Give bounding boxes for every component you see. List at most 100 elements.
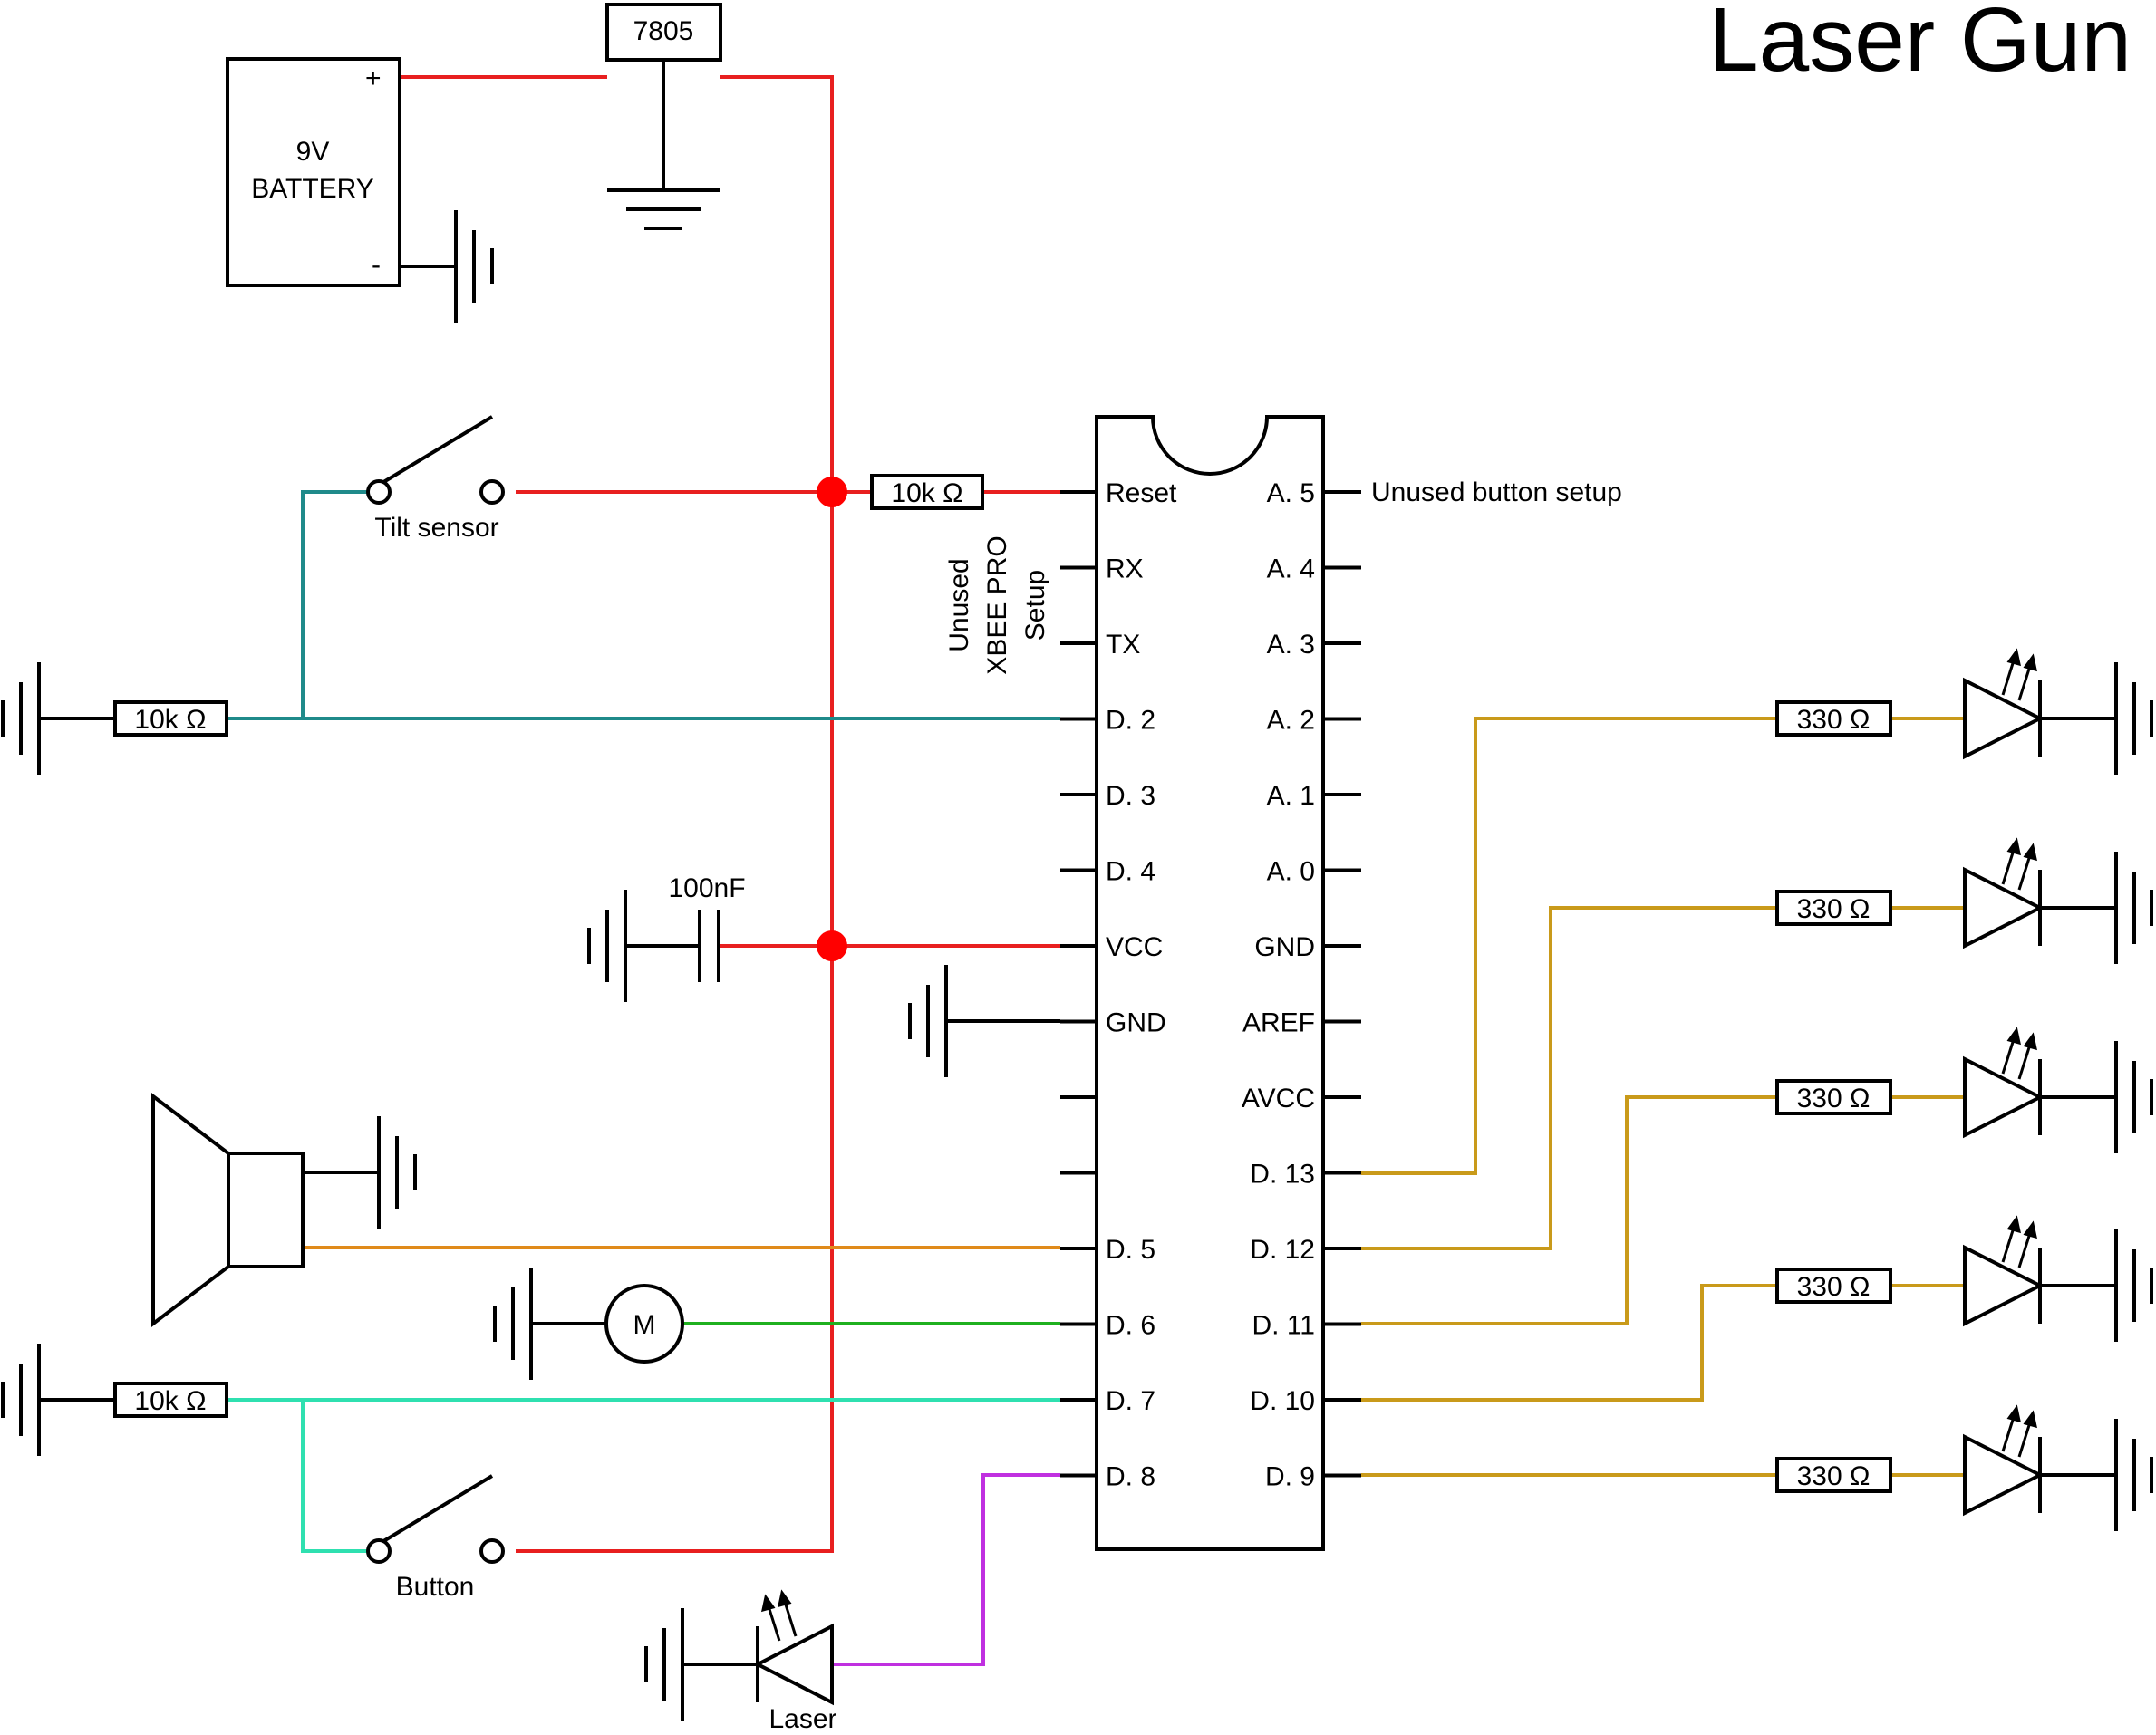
ground-icon-capacitor: [587, 890, 627, 1002]
button-wire: [301, 1400, 368, 1553]
ground-icon-led-1: [2114, 662, 2153, 775]
led-output-5: 330 Ω: [1775, 1404, 2153, 1531]
mcu-right-pin-label-1: A. 4: [1267, 554, 1315, 584]
resistor-led-1: [1775, 700, 1892, 737]
mcu-right-pin-label-6: GND: [1254, 932, 1315, 962]
laser-label: Laser: [769, 1704, 836, 1730]
battery-minus: -: [372, 250, 381, 280]
power-wires: [400, 75, 1060, 1553]
mcu-pin-leads: [1060, 490, 1361, 1478]
voltage-regulator: 7805: [605, 3, 722, 190]
battery-body: [226, 57, 401, 287]
resistor-led-label-5: 330 Ω: [1797, 1461, 1871, 1491]
resistor-d2: 10k Ω: [113, 700, 228, 737]
mcu-right-pin-label-12: D. 10: [1250, 1386, 1315, 1416]
mcu-right-pin-label-4: A. 1: [1267, 781, 1315, 811]
mcu-right-pin-label-8: AVCC: [1242, 1084, 1315, 1113]
led-wire-d13: [1361, 717, 1777, 1175]
led-emission-icon-1: [2001, 648, 2037, 701]
tilt-contact-left: [366, 479, 392, 505]
mcu-left-pin-label-7: GND: [1106, 1008, 1166, 1038]
speaker-magnet: [227, 1152, 305, 1268]
xbee-note-line2: XBEE PRO: [982, 535, 1012, 674]
led-icon-1: [1963, 677, 2045, 760]
mcu-left-pin-label-3: D. 2: [1106, 706, 1155, 736]
tilt-sensor-wire: [301, 490, 368, 718]
battery-label-name: BATTERY: [251, 174, 374, 204]
speaker-cone: [151, 1092, 230, 1328]
ground-icon-regulator: [607, 188, 720, 230]
tilt-lever: [379, 415, 494, 486]
tilt-sensor-label: Tilt sensor: [374, 513, 498, 543]
ground-icon-led-4: [2114, 1229, 2153, 1342]
motor-body: [604, 1284, 684, 1364]
led-output-3: 330 Ω: [1775, 1027, 2153, 1153]
ground-icon-laser: [644, 1608, 684, 1721]
laser-diode-triangle: [753, 1623, 834, 1706]
led-wires: [1361, 717, 1965, 1477]
led-output-4: 330 Ω: [1775, 1215, 2153, 1342]
resistor-led-4: [1775, 1268, 1892, 1304]
speaker-icon: [151, 1092, 379, 1328]
resistor-reset: 10k Ω: [870, 474, 984, 510]
led-emission-icon-3: [2001, 1027, 2037, 1080]
led-emission-icon-4: [2001, 1215, 2037, 1268]
led-outputs: 330 Ω 330 Ω 330 Ω 330 Ω 330 Ω: [1775, 648, 2153, 1531]
resistor-led-label-4: 330 Ω: [1797, 1272, 1871, 1302]
mcu-right-pin-label-3: A. 2: [1267, 706, 1315, 736]
xbee-note-line1: Unused: [944, 558, 974, 651]
tilt-sensor-switch: Tilt sensor: [366, 415, 505, 543]
xbee-note: Unused XBEE PRO Setup: [944, 535, 1050, 674]
xbee-note-line3: Setup: [1020, 570, 1050, 641]
mcu-left-pin-label-13: D. 8: [1106, 1462, 1155, 1492]
led-wire-d12: [1361, 906, 1777, 1250]
page-title: Laser Gun: [1708, 0, 2132, 91]
capacitor-label: 100nF: [668, 873, 745, 903]
capacitor: 100nF: [625, 873, 746, 982]
mcu-body: [1095, 415, 1325, 1551]
a5-unused-note: Unused button setup: [1371, 477, 1622, 507]
resistor-led-label-3: 330 Ω: [1797, 1084, 1871, 1113]
mcu-right-pin-label-11: D. 11: [1252, 1311, 1315, 1341]
mcu-right-pin-label-5: A. 0: [1267, 857, 1315, 887]
resistor-led-5: [1775, 1457, 1892, 1493]
led-emission-icon-5: [2001, 1404, 2037, 1458]
ground-icon-d7: [1, 1344, 41, 1456]
motor-label: M: [633, 1310, 656, 1340]
button-contact-left: [366, 1538, 392, 1564]
mcu-right-pin-label-2: A. 3: [1267, 630, 1315, 660]
mcu-left-pin-label-0: Reset: [1106, 478, 1177, 508]
button-lever: [379, 1474, 494, 1545]
resistor-led-label-1: 330 Ω: [1797, 705, 1871, 735]
button-label: Button: [396, 1572, 475, 1602]
ground-icon-battery: [454, 210, 494, 323]
mcu-left-pin-label-2: TX: [1106, 630, 1140, 660]
led-icon-3: [1963, 1055, 2045, 1139]
ground-icon-speaker: [377, 1116, 417, 1229]
battery-label-voltage: 9V: [296, 137, 330, 167]
ground-icon-motor: [493, 1268, 533, 1380]
resistor-reset-label: 10k Ω: [891, 478, 962, 508]
resistor-d7: 10k Ω: [113, 1382, 228, 1418]
resistor-d7-label: 10k Ω: [134, 1386, 206, 1416]
laser-wire: [832, 1473, 1060, 1666]
ground-icon-led-3: [2114, 1041, 2153, 1153]
led-wire-d11: [1361, 1095, 1777, 1325]
resistor-led-label-2: 330 Ω: [1797, 894, 1871, 924]
resistor-d2-label: 10k Ω: [134, 705, 206, 735]
mcu-right-pin-label-0: A. 5: [1267, 478, 1315, 508]
mcu-right-pin-label-10: D. 12: [1250, 1235, 1315, 1265]
mcu-left-pin-label-1: RX: [1106, 554, 1144, 584]
regulator-out-wire: [516, 75, 834, 1553]
battery-plus: +: [365, 63, 382, 93]
mcu-right-pin-label-9: D. 13: [1250, 1160, 1315, 1190]
ground-icon-mcu-gnd: [908, 965, 948, 1077]
regulator-label: 7805: [633, 16, 694, 46]
ground-icon-led-2: [2114, 852, 2153, 964]
ground-icon-d2: [1, 662, 41, 775]
led-output-2: 330 Ω: [1775, 837, 2153, 964]
